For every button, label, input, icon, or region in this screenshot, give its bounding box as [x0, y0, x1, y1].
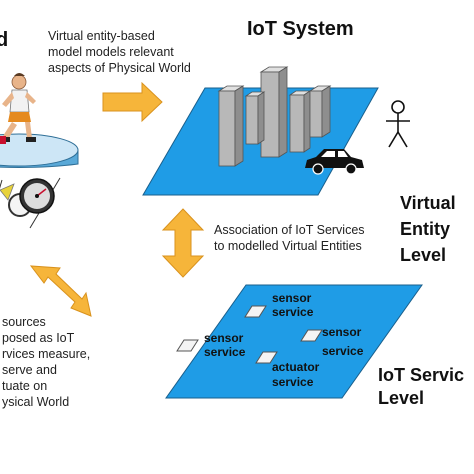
resources-label-line5: tuate on — [2, 379, 48, 393]
association-label-line2: to modelled Virtual Entities — [214, 239, 362, 253]
sensor-service-label-3-line2: service — [322, 344, 364, 358]
sensor-service-tile — [300, 329, 323, 342]
association-label-line1: Association of IoT Services — [214, 223, 365, 237]
person-icon — [386, 100, 410, 148]
right-arrow-icon — [102, 81, 163, 123]
resources-label-line4: serve and — [2, 363, 57, 377]
sensor-service-label-1-line2: service — [272, 305, 314, 319]
physical-world-title-fragment: d — [0, 29, 9, 51]
iot-service-level-label-line1: IoT Servic — [378, 365, 465, 385]
buildings-icon — [217, 66, 332, 167]
physical-world-disc — [0, 133, 79, 229]
diagonal-double-arrow-icon — [29, 265, 92, 317]
sensor-service-label-1-line1: sensor — [272, 291, 312, 305]
service-tiles — [176, 305, 323, 364]
sensor-service-label-3-line1: sensor — [322, 325, 362, 339]
sensor-service-label-2-line1: sensor — [204, 331, 244, 345]
iot-system-title: IoT System — [247, 18, 354, 40]
resources-label-line1: sources — [2, 315, 46, 329]
resources-label-line6: ysical World — [2, 395, 70, 409]
resources-label-line2: posed as IoT — [2, 331, 75, 345]
virtual-level-label-line2: Entity — [400, 219, 451, 239]
car-icon — [305, 149, 364, 175]
sensor-service-tile — [176, 339, 199, 352]
virtual-model-label-line2: model models relevant — [48, 45, 174, 59]
iot-service-level-label-line2: Level — [378, 388, 425, 408]
virtual-level-label-line1: Virtual — [400, 193, 456, 213]
runner-icon — [0, 73, 36, 142]
virtual-model-label-line1: Virtual entity-based — [48, 29, 155, 43]
iot-service-plane — [165, 284, 423, 399]
virtual-model-label-line3: aspects of Physical World — [48, 61, 191, 75]
resources-label-line3: rvices measure, — [2, 347, 91, 361]
sensor-service-label-2-line2: service — [204, 345, 246, 359]
virtual-level-label-line3: Level — [400, 245, 447, 265]
vertical-double-arrow-icon — [161, 208, 205, 278]
bicycle-gauge-icon — [0, 178, 55, 217]
actuator-service-tile — [255, 351, 278, 364]
sensor-service-tile — [244, 305, 267, 318]
actuator-service-label-line2: service — [272, 375, 314, 389]
actuator-service-label-line1: actuator — [272, 360, 320, 374]
sensor-device-icon — [0, 136, 6, 144]
